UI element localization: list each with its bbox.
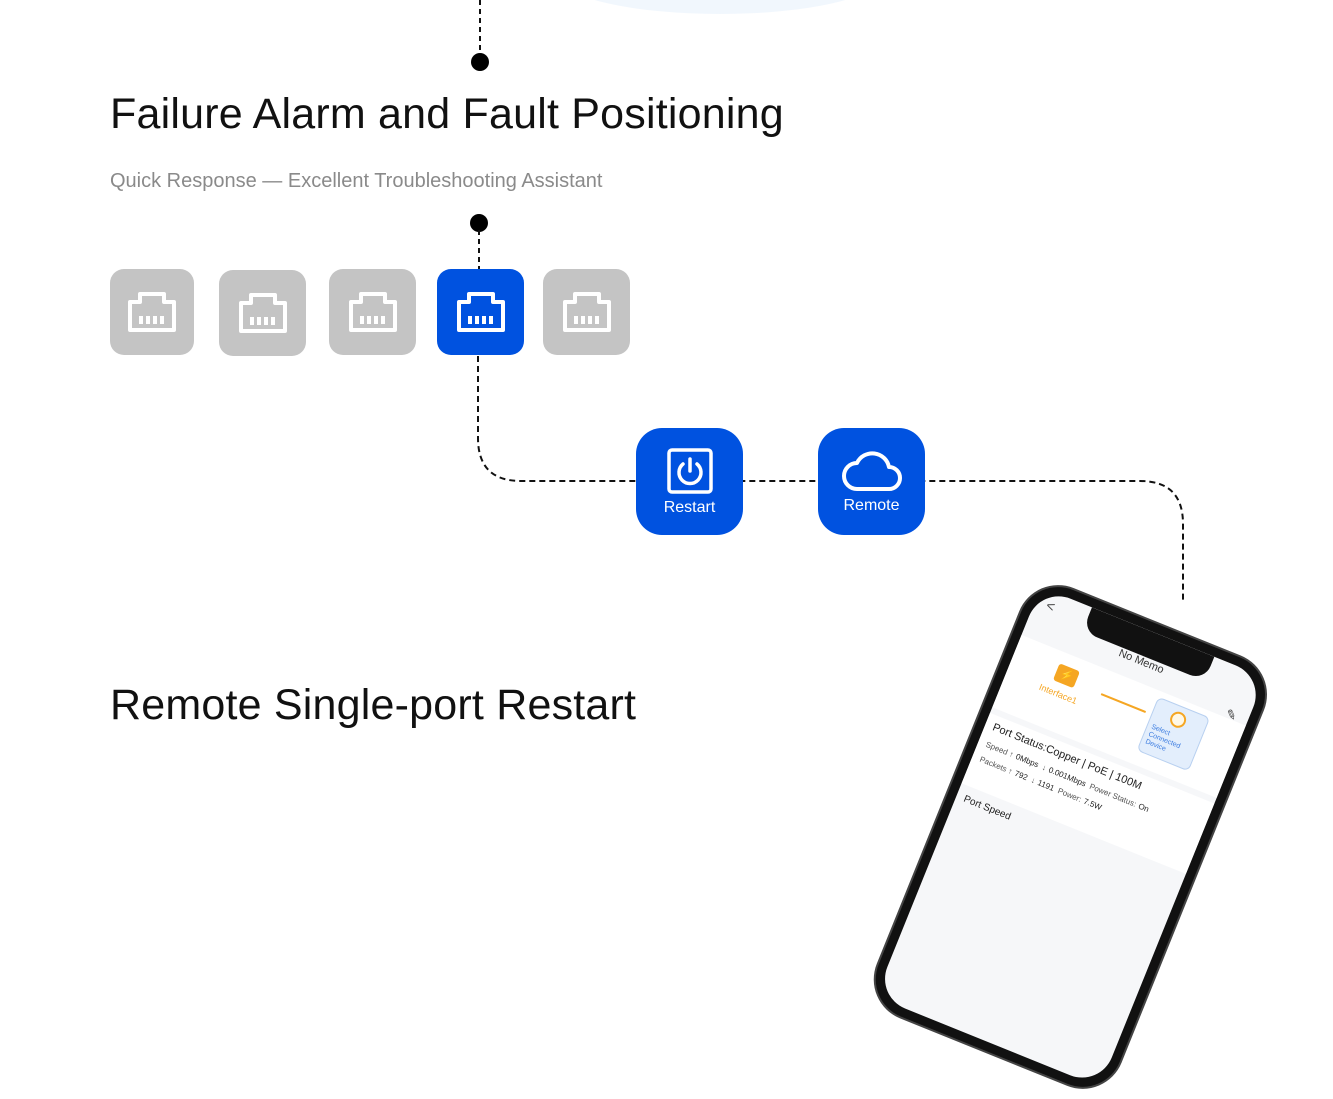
back-icon[interactable]: < xyxy=(1043,596,1058,615)
port-tile-1[interactable] xyxy=(110,269,194,355)
cloud-icon xyxy=(841,450,902,491)
ethernet-port-icon xyxy=(348,292,397,332)
restart-label: Restart xyxy=(663,498,716,516)
power-icon xyxy=(666,447,713,494)
ethernet-port-icon xyxy=(128,292,176,332)
ethernet-port-icon xyxy=(456,292,505,332)
port-tile-3[interactable] xyxy=(329,269,416,355)
camera-icon xyxy=(1167,709,1189,731)
power-status-value: On xyxy=(1137,801,1151,814)
packets-down-value: 1191 xyxy=(1036,778,1056,793)
packets-up-value: 792 xyxy=(1013,768,1030,783)
port-tile-5[interactable] xyxy=(543,269,630,355)
remote-label: Remote xyxy=(843,496,900,514)
section-title-restart: Remote Single-port Restart xyxy=(110,681,637,729)
phone-mockup: < No Memo ✎ ⚡ Interface1 Select Connecte… xyxy=(863,575,1278,1099)
speed-label: Speed xyxy=(984,739,1010,757)
top-node-dot xyxy=(471,53,489,71)
select-device-button[interactable]: Select Connected Device xyxy=(1136,696,1211,772)
power-value: 7.5W xyxy=(1082,796,1103,813)
select-device-label: Select Connected Device xyxy=(1144,723,1182,753)
phone-screen: < No Memo ✎ ⚡ Interface1 Select Connecte… xyxy=(875,586,1266,1088)
speed-up-value: 0Mbps xyxy=(1014,752,1040,770)
restart-button[interactable]: Restart xyxy=(636,428,743,535)
ethernet-port-icon xyxy=(562,292,611,332)
remote-button[interactable]: Remote xyxy=(818,428,925,535)
interface-icon: ⚡ xyxy=(1052,663,1081,689)
packets-label: Packets xyxy=(978,754,1009,774)
section-title-fault: Failure Alarm and Fault Positioning xyxy=(110,90,784,138)
port-tile-4-active[interactable] xyxy=(437,269,524,355)
port-node-dot xyxy=(470,214,488,232)
port-tile-2[interactable] xyxy=(219,270,306,356)
power-label: Power: xyxy=(1056,786,1083,804)
background-glow xyxy=(560,0,880,14)
interface-link-line xyxy=(1100,693,1147,713)
ethernet-port-icon xyxy=(238,293,287,333)
section-subtitle-fault: Quick Response — Excellent Troubleshooti… xyxy=(110,170,603,192)
